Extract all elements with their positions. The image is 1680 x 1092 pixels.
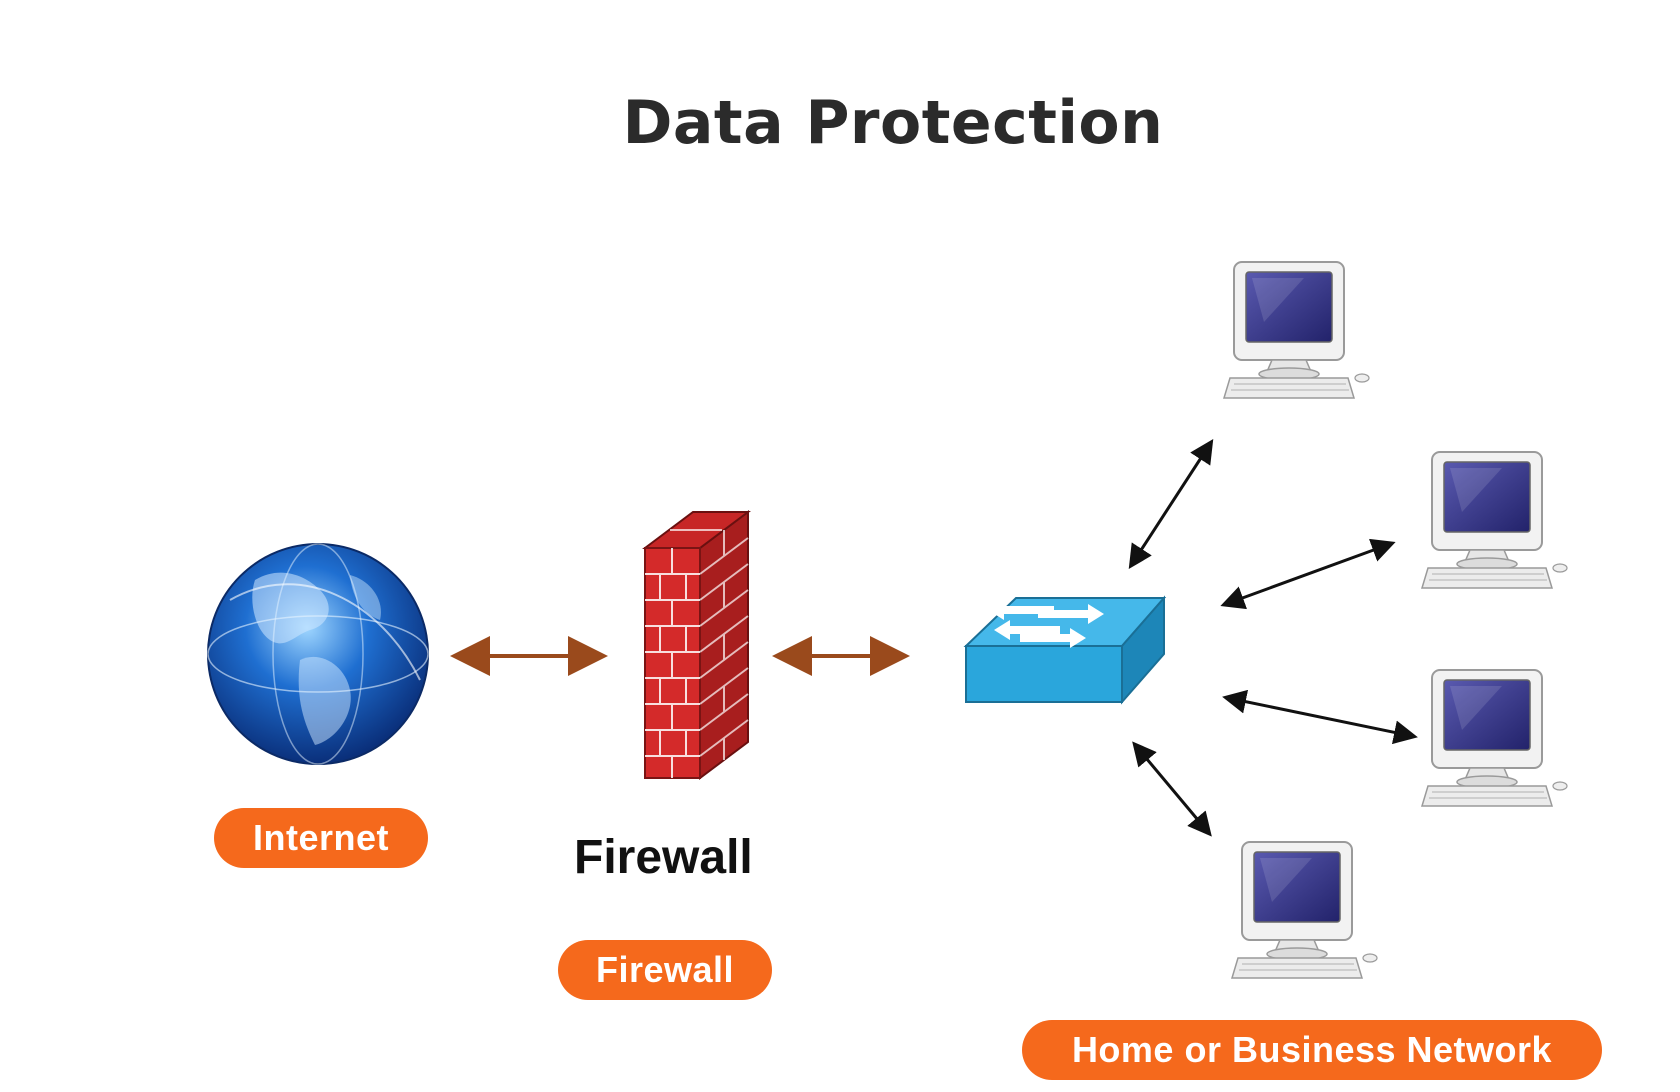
computer-icon: [1223, 261, 1370, 399]
link-arrow-switch-computer-1: [1128, 438, 1214, 570]
computer-icon: [1231, 841, 1378, 979]
computer-icon: [1421, 669, 1568, 807]
computer-icon: [1421, 451, 1568, 589]
network-switch-icon: [963, 595, 1167, 705]
link-arrow-switch-computer-4: [1132, 741, 1212, 837]
brick-wall-icon: [642, 510, 751, 780]
link-arrow-switch-computer-2: [1220, 538, 1396, 610]
page-title: Data Protection: [622, 88, 1164, 158]
firewall-caption: Firewall: [574, 831, 753, 884]
link-arrow-switch-computer-3: [1222, 689, 1418, 745]
network-label: Home or Business Network: [1022, 1020, 1602, 1080]
globe-icon: [207, 543, 429, 765]
internet-label: Internet: [214, 808, 428, 868]
firewall-label: Firewall: [558, 940, 772, 1000]
